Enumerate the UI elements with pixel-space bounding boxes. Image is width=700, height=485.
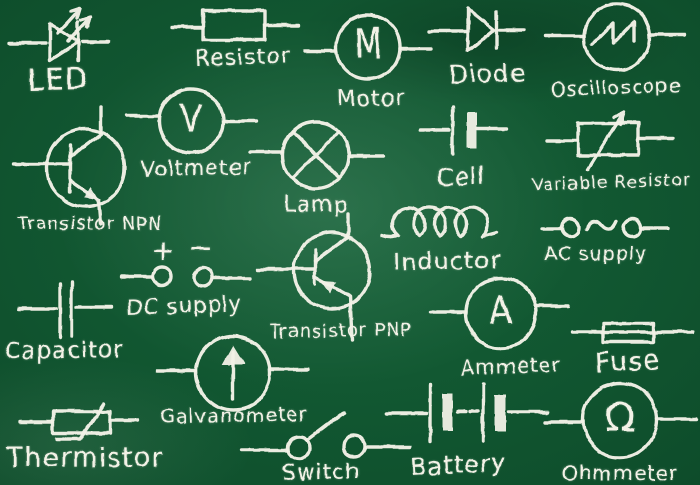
- oscilloscope-label: Oscilloscope: [550, 74, 682, 102]
- inductor-label: Inductor: [392, 246, 502, 276]
- voltmeter-label: Voltmeter: [139, 155, 253, 181]
- motor-label: Motor: [336, 85, 406, 113]
- resistor-icon: [170, 9, 301, 42]
- variable-resistor-label: Variable Resistor: [531, 170, 691, 196]
- diode-label: Diode: [447, 58, 527, 90]
- motor-icon: [302, 13, 433, 81]
- cell-label: Cell: [436, 162, 486, 192]
- diode-icon: [426, 7, 526, 53]
- dc-supply-minus-sign: −: [188, 230, 214, 266]
- switch-icon: [239, 410, 411, 461]
- galvanometer-icon: [155, 334, 310, 412]
- ammeter-label: Ammeter: [460, 352, 562, 380]
- voltmeter-letter: V: [179, 97, 203, 141]
- transistor-npn-icon: [12, 104, 127, 226]
- ammeter-icon: [429, 276, 571, 350]
- thermistor-label: Thermistor: [6, 442, 164, 474]
- ac-supply-icon: [540, 217, 671, 239]
- oscilloscope-icon: [544, 2, 686, 72]
- fuse-icon: [571, 321, 694, 344]
- led-label: LED: [26, 61, 90, 99]
- battery-icon: [384, 382, 550, 444]
- ohmmeter-label: Ohmmeter: [561, 461, 679, 485]
- ohmmeter-letter: Ω: [605, 395, 635, 442]
- motor-letter: M: [354, 20, 382, 69]
- battery-label: Battery: [409, 448, 507, 482]
- capacitor-icon: [16, 281, 113, 339]
- transistor-npn-label: Transistor NPN: [17, 213, 163, 235]
- ammeter-letter: A: [489, 287, 513, 334]
- dc-supply-label: DC supply: [125, 291, 243, 321]
- voltmeter-icon: [124, 87, 259, 155]
- capacitor-label: Capacitor: [4, 336, 124, 366]
- lamp-icon: [249, 120, 385, 190]
- fuse-label: Fuse: [594, 344, 662, 380]
- variable-resistor-icon: [545, 110, 675, 171]
- transistor-pnp-label: Transistor PNP: [269, 319, 413, 343]
- inductor-icon: [381, 206, 499, 240]
- dc-supply-plus-sign: +: [151, 234, 175, 268]
- cell-icon: [418, 104, 508, 156]
- galvanometer-label: Galvanometer: [160, 403, 308, 429]
- ohmmeter-icon: [543, 381, 698, 459]
- resistor-label: Resistor: [194, 43, 292, 73]
- thermistor-icon: [18, 402, 140, 441]
- transistor-pnp-icon: [255, 211, 372, 342]
- switch-label: Switch: [281, 459, 361, 485]
- led-icon: [8, 6, 110, 63]
- dc-supply-icon: [120, 265, 252, 288]
- ac-supply-label: AC supply: [544, 243, 648, 265]
- lamp-label: Lamp: [283, 192, 349, 218]
